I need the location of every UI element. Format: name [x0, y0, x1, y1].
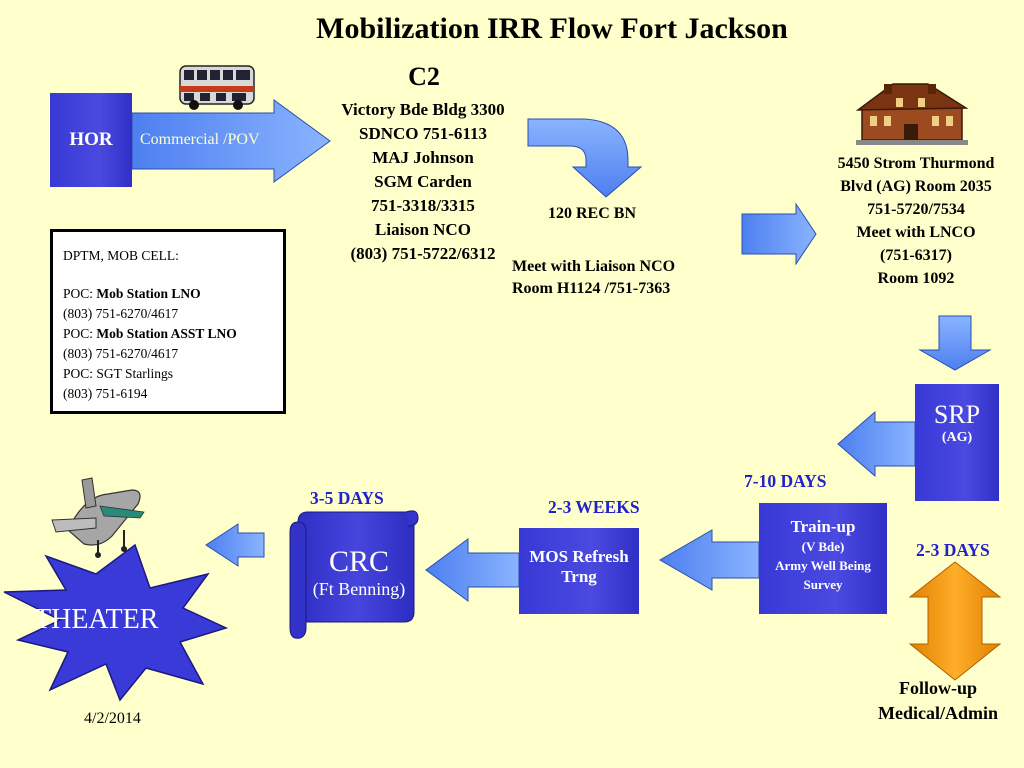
page-title: Mobilization IRR Flow Fort Jackson — [316, 12, 788, 45]
train-line: (V Bde) — [801, 539, 845, 554]
crc-sub: (Ft Benning) — [312, 579, 406, 599]
hor-box: HOR — [50, 93, 132, 187]
c2-line: (803) 751-5722/6312 — [350, 244, 496, 263]
meet-line: Meet with Liaison NCO — [512, 258, 676, 275]
to-srp-arrow — [918, 315, 992, 371]
srp-sub: (AG) — [941, 430, 973, 445]
c2-line: 751-3318/3315 — [371, 196, 475, 215]
rec-bn-label: 120 REC BN — [548, 205, 637, 222]
dptm-heading: DPTM, MOB CELL: — [63, 248, 179, 263]
crc-scroll — [289, 510, 419, 639]
commercial-pov-label: Commercial /POV — [140, 131, 260, 148]
dptm-entry: (803) 751-6270/4617 — [63, 306, 179, 321]
strom-line: (751-6317) — [880, 247, 952, 264]
strom-line: 751-5720/7534 — [867, 201, 965, 218]
dptm-entry: (803) 751-6270/4617 — [63, 346, 179, 361]
airplane-icon — [51, 477, 145, 558]
strom-line: Blvd (AG) Room 2035 — [840, 178, 992, 195]
theater-label: THEATER — [34, 604, 159, 635]
from-srp-arrow — [837, 410, 916, 478]
train-to-mos-arrow — [658, 529, 760, 591]
footer-date: 4/2/2014 — [84, 710, 141, 727]
dptm-entry: POC: Mob Station ASST LNO — [63, 326, 237, 341]
train-up-box: Train-up (V Bde) Army Well Being Survey — [759, 503, 887, 614]
hor-arrow — [131, 99, 331, 183]
srp-box: SRP (AG) — [915, 384, 999, 501]
train-line: Army Well Being — [775, 558, 871, 573]
dptm-entry: (803) 751-6194 — [63, 386, 148, 401]
crc-box: CRC (Ft Benning) — [298, 545, 420, 600]
mos-line: MOS Refresh — [529, 547, 629, 566]
strom-info: 5450 Strom Thurmond Blvd (AG) Room 2035 … — [814, 152, 1018, 290]
c2-heading: C2 — [408, 62, 440, 91]
building-icon — [855, 83, 969, 145]
duration-7-10: 7-10 DAYS — [744, 471, 827, 491]
rec-bn-meet: Meet with Liaison NCO Room H1124 /751-73… — [512, 256, 675, 300]
followup-double-arrow — [908, 561, 1002, 681]
c2-info: Victory Bde Bldg 3300 SDNCO 751-6113 MAJ… — [318, 98, 528, 266]
strom-line: 5450 Strom Thurmond — [837, 155, 995, 172]
dptm-box: DPTM, MOB CELL: POC: Mob Station LNO (80… — [50, 229, 286, 414]
followup-line: Medical/Admin — [878, 703, 998, 723]
crc-label: CRC — [328, 545, 390, 578]
strom-line: Room 1092 — [877, 270, 955, 287]
duration-3-5: 3-5 DAYS — [310, 488, 384, 508]
c2-line: SGM Carden — [374, 172, 472, 191]
c2-line: SDNCO 751-6113 — [359, 124, 487, 143]
train-line: Survey — [803, 577, 843, 592]
dptm-entry: POC: Mob Station LNO — [63, 286, 201, 301]
duration-2-3-weeks: 2-3 WEEKS — [548, 497, 640, 517]
to-theater-arrow — [205, 523, 265, 567]
c2-line: MAJ Johnson — [372, 148, 474, 167]
train-title: Train-up — [790, 517, 856, 536]
dptm-entry: POC: SGT Starlings — [63, 366, 174, 381]
curved-arrow — [527, 118, 643, 198]
followup-line: Follow-up — [898, 678, 977, 698]
strom-line: Meet with LNCO — [856, 224, 976, 241]
bus-icon — [179, 65, 255, 110]
mos-to-crc-arrow — [425, 538, 520, 602]
srp-label: SRP — [933, 400, 981, 429]
c2-line: Liaison NCO — [375, 220, 471, 239]
followup-text: Follow-up Medical/Admin — [855, 676, 1021, 726]
duration-followup: 2-3 DAYS — [916, 540, 990, 560]
mos-line: Trng — [561, 567, 597, 586]
mos-refresh-box: MOS Refresh Trng — [519, 528, 639, 614]
meet-line: Room H1124 /751-7363 — [512, 280, 671, 297]
theater-starburst — [3, 543, 229, 702]
c2-line: Victory Bde Bldg 3300 — [341, 100, 505, 119]
to-strom-arrow — [741, 202, 817, 266]
